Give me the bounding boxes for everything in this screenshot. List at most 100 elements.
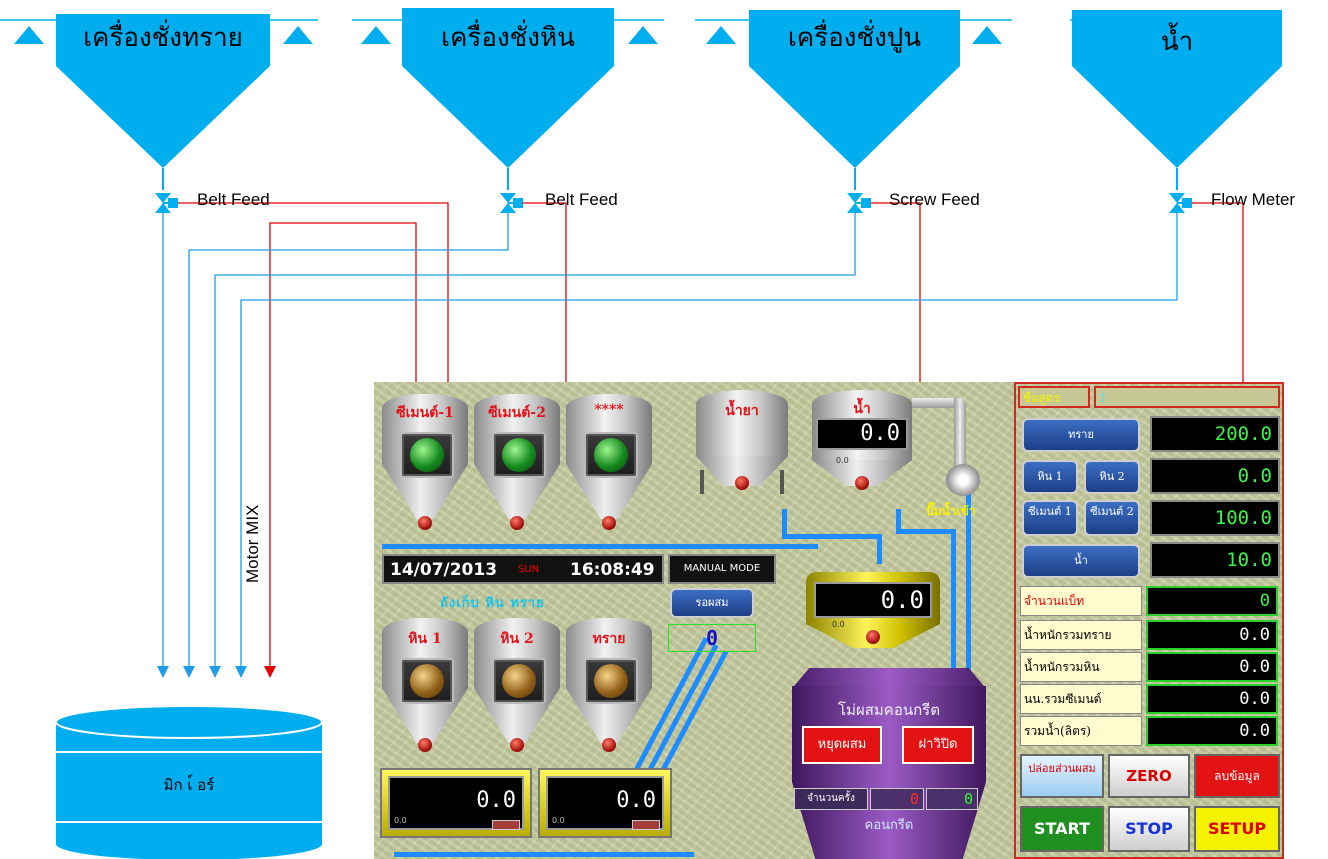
feed-label-stone: Belt Feed (545, 190, 618, 209)
hopper-water (1072, 10, 1282, 168)
silo-label: ซีเมนต์-1 (396, 405, 454, 421)
clear-data-button[interactable]: ลบข้อมูล (1194, 754, 1280, 798)
valve-dot (418, 738, 432, 752)
hopper-title-stone: เครื่องชั่งหิน (441, 23, 575, 53)
weigh-bar-2 (632, 820, 660, 830)
hopper-title-sand: เครื่องชั่งทราย (83, 23, 243, 53)
silo-label: หิน 1 (408, 631, 442, 647)
row-value-cement-total: 0.0 (1146, 684, 1278, 714)
count-value-2: 0 (926, 788, 978, 810)
silo-label: **** (594, 402, 624, 418)
valve-dot (418, 516, 432, 530)
motor-mix-label: Motor MIX (243, 504, 262, 583)
pipe (896, 529, 956, 534)
datetime-bar (382, 554, 664, 584)
date-text: 14/07/2013 (390, 560, 498, 580)
hopper-title-cement: เครื่องชั่งปูน (787, 23, 922, 53)
pump-pipe (954, 398, 966, 472)
weigh-hopper-small: 0.0 (832, 620, 845, 629)
silo-label: ทราย (592, 631, 626, 647)
level-triangle (706, 26, 736, 44)
feed-label-water: Flow Meter (1211, 190, 1296, 209)
weigh-hopper-readout: 0.0 (814, 582, 932, 618)
wait-button[interactable]: รอผสม (670, 588, 754, 618)
tank-water-readout: 0.0 (816, 418, 908, 450)
time-text: 16:08:49 (570, 560, 655, 580)
pump-pipe (912, 398, 962, 408)
day-text: SUN (518, 564, 540, 575)
stone1-button[interactable]: หิน 1 (1022, 460, 1078, 494)
weigh-bar-1 (492, 820, 520, 830)
row-label-sand-total: น้ำหนักรวมทราย (1020, 620, 1142, 650)
recipe-label: ชื่อสูตร (1018, 386, 1090, 408)
valve-dot (735, 476, 749, 490)
signal-lines (178, 202, 1244, 668)
mixer-label: มิก เ์ อร์ (163, 776, 215, 794)
lid-button[interactable]: ฝาวิปิด (902, 726, 974, 764)
cement-value: 100.0 (1150, 500, 1280, 536)
mixer-drum (55, 705, 323, 859)
status-lamp (492, 432, 546, 478)
feed-label-cement: Screw Feed (889, 190, 980, 209)
bins-caption: ถังเก็บ หิน ทราย (440, 596, 545, 611)
pump-label: ปั๊มน้ำเข้า (926, 504, 976, 518)
silo-label: ซีเมนต์-2 (488, 405, 546, 421)
tank-water-small: 0.0 (836, 456, 849, 465)
hmi-panel: ซีเมนต์-1 ซีเมนต์-2 **** น้ำยา น้ำ 0.0 0… (374, 382, 1284, 859)
zero-button[interactable]: ZERO (1108, 754, 1190, 798)
tank-label: น้ำ (853, 401, 871, 417)
row-label-water-total: รวมน้ำ(ลิตร) (1020, 716, 1142, 746)
row-value-stone-total: 0.0 (1146, 652, 1278, 682)
stop-mix-button[interactable]: หยุดผสม (802, 726, 882, 764)
status-lamp (400, 658, 454, 704)
count-label: จำนวนครั้ง (794, 788, 868, 810)
level-triangle (628, 26, 658, 44)
pump-icon (946, 464, 980, 496)
stone-value: 0.0 (1150, 458, 1280, 494)
weigh-small-2: 0.0 (552, 816, 565, 825)
pipe (782, 534, 882, 539)
setup-button[interactable]: SETUP (1194, 806, 1280, 852)
cement2-button[interactable]: ซีเมนต์ 2 (1084, 500, 1140, 536)
feed-arrows (157, 666, 247, 678)
level-triangle (283, 26, 313, 44)
release-mix-button[interactable]: ปล่อยส่วนผสม (1020, 754, 1104, 798)
silo-label: หิน 2 (500, 631, 534, 647)
stop-button[interactable]: STOP (1108, 806, 1190, 852)
valve-dot (602, 516, 616, 530)
wait-value-box (668, 624, 756, 652)
water-button[interactable]: น้ำ (1022, 544, 1140, 578)
feed-label-sand: Belt Feed (197, 190, 270, 209)
status-lamp (400, 432, 454, 478)
stone2-button[interactable]: หิน 2 (1084, 460, 1140, 494)
valve-icon (500, 193, 523, 213)
row-label-batches: จำนวนแบ็ท (1020, 586, 1142, 616)
row-label-stone-total: น้ำหนักรวมหิน (1020, 652, 1142, 682)
start-button[interactable]: START (1020, 806, 1104, 852)
row-value-water-total: 0.0 (1146, 716, 1278, 746)
row-value-sand-total: 0.0 (1146, 620, 1278, 650)
valve-dot (602, 738, 616, 752)
mode-indicator: MANUAL MODE (668, 554, 776, 584)
hopper-sand (56, 14, 270, 168)
recipe-value: 1 (1094, 386, 1280, 408)
valve-dot (510, 516, 524, 530)
hopper-cement (749, 10, 960, 168)
status-lamp (492, 658, 546, 704)
hopper-title-water: น้ำ (1160, 27, 1194, 57)
pipe (382, 544, 818, 549)
water-value: 10.0 (1150, 542, 1280, 578)
pipe (896, 509, 901, 534)
weigh-small-1: 0.0 (394, 816, 407, 825)
cement1-button[interactable]: ซีเมนต์ 1 (1022, 500, 1078, 536)
valve-icon (847, 193, 871, 213)
motor-arrow (264, 666, 276, 678)
level-triangle (972, 26, 1002, 44)
valve-dot (866, 630, 880, 644)
right-panel (1014, 382, 1284, 859)
status-lamp (584, 658, 638, 704)
status-lamp (584, 432, 638, 478)
sand-button[interactable]: ทราย (1022, 418, 1140, 452)
valve-icon (1169, 193, 1192, 213)
